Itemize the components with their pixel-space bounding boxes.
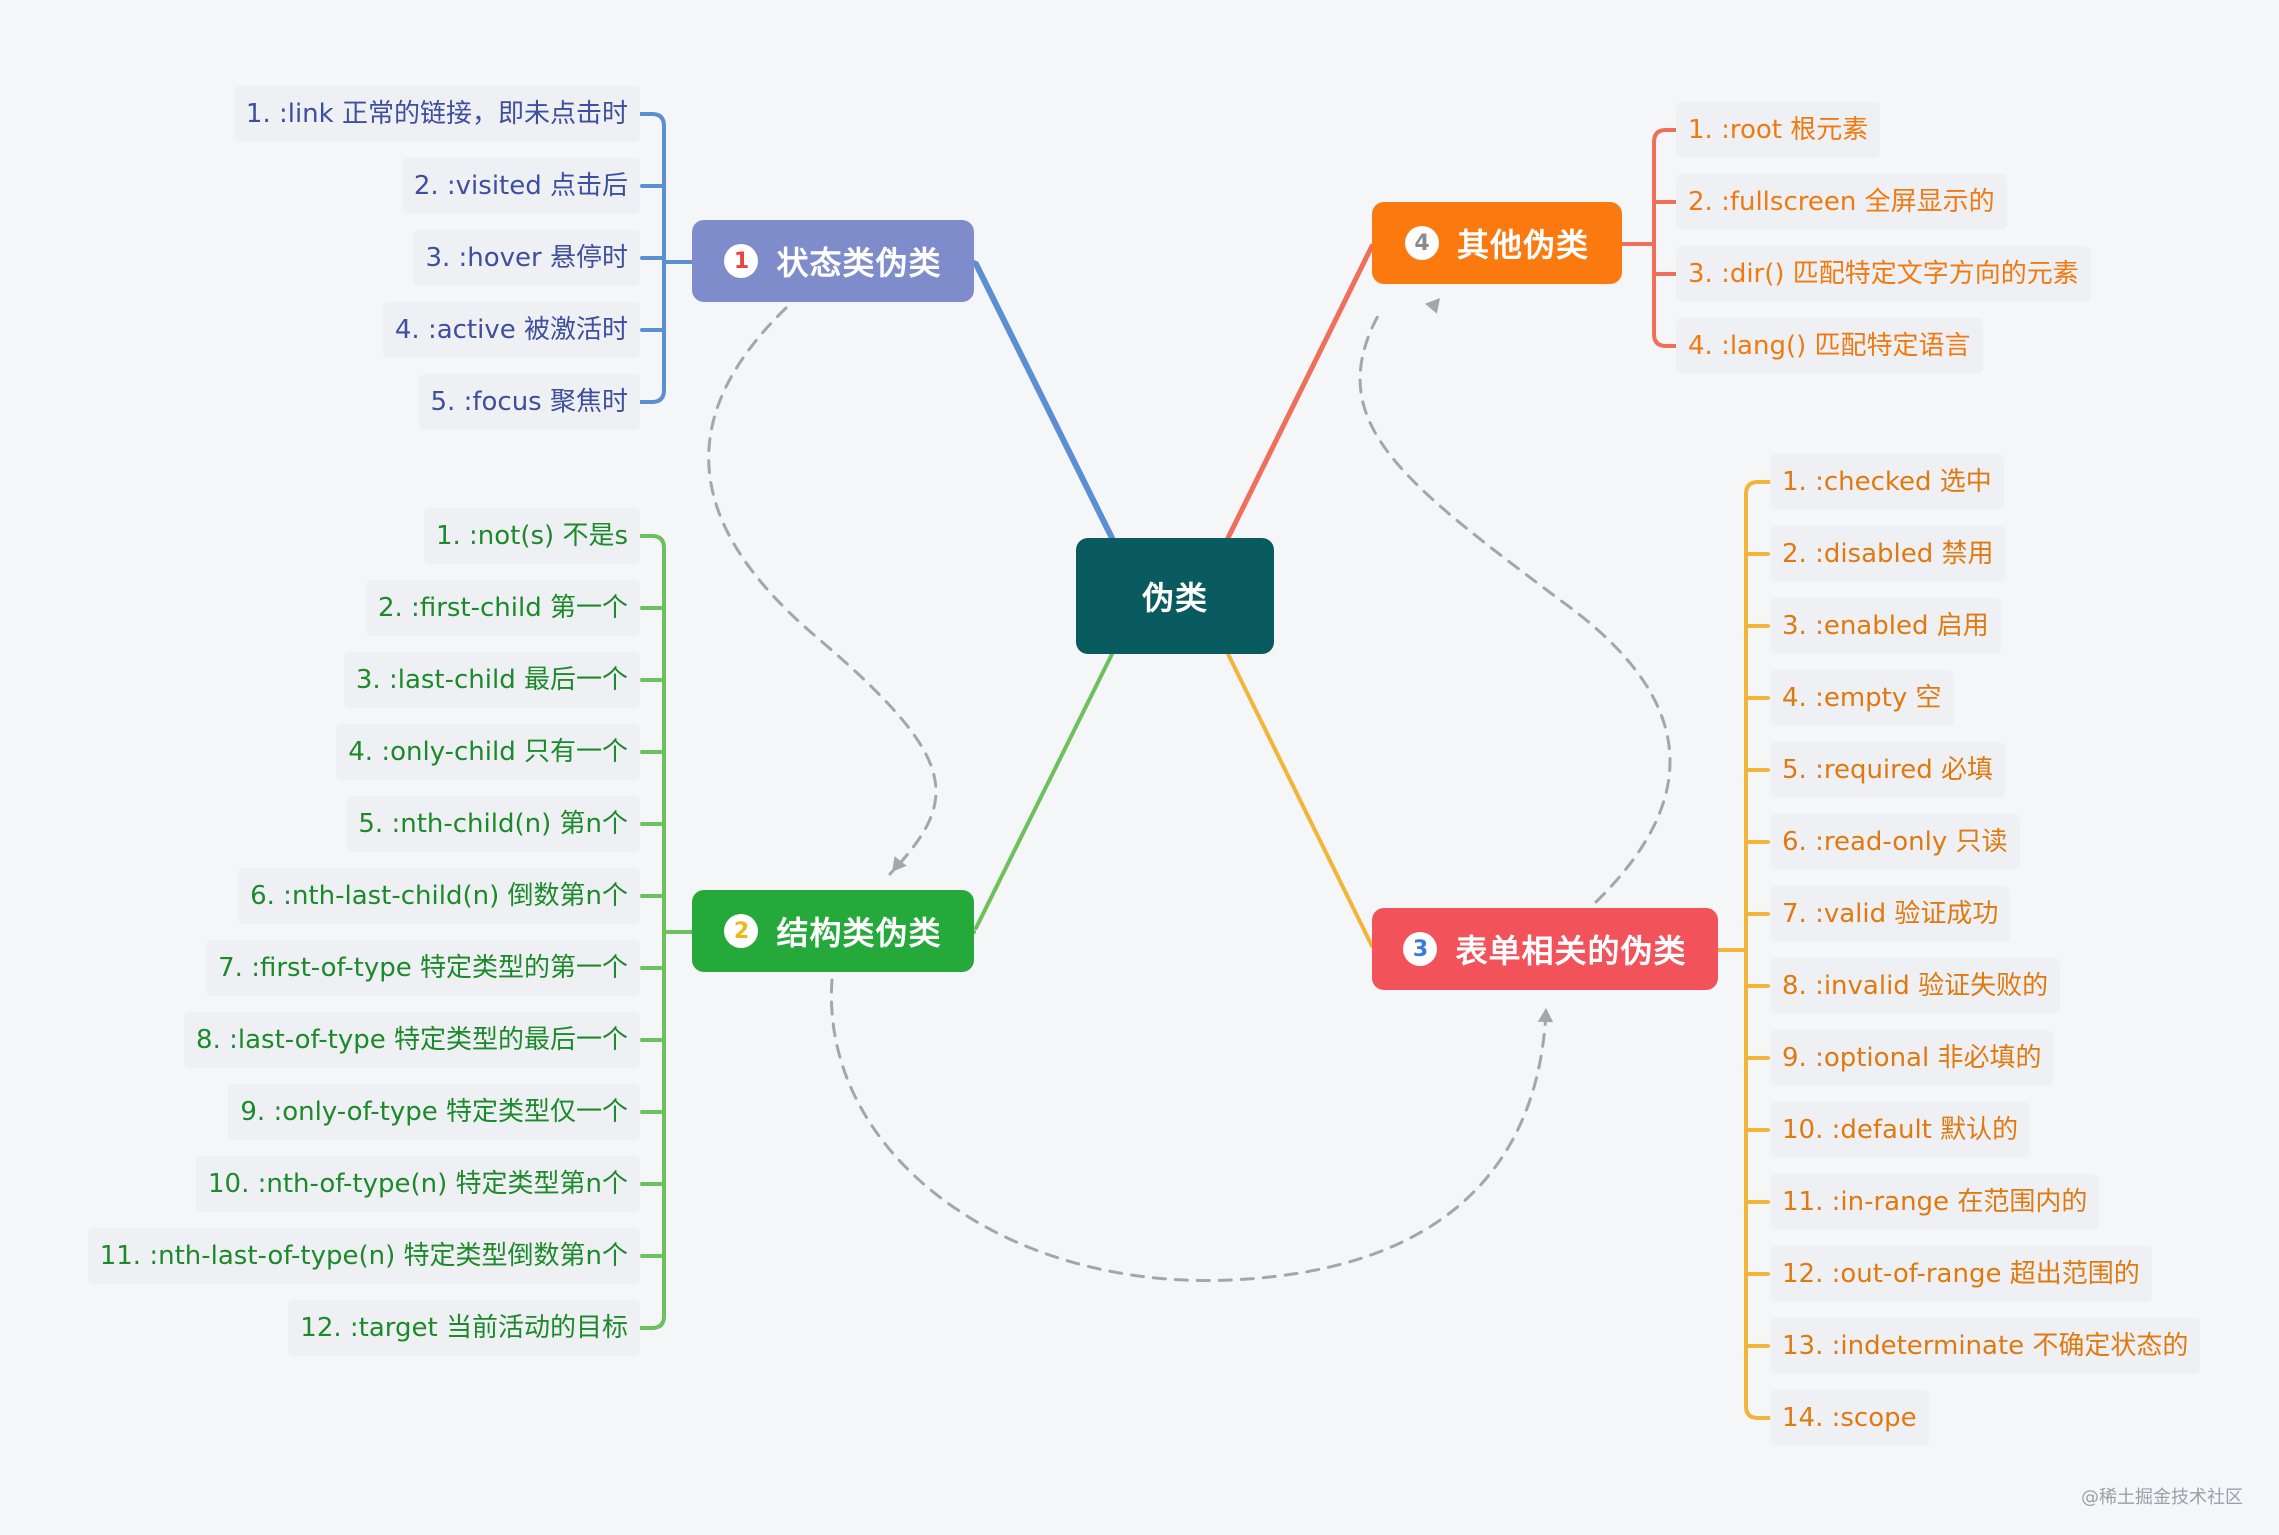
leaf-item[interactable]: 1. :link 正常的链接，即未点击时 bbox=[233, 86, 640, 142]
leaf-item[interactable]: 3. :hover 悬停时 bbox=[413, 230, 640, 286]
leaf-item[interactable]: 3. :dir() 匹配特定文字方向的元素 bbox=[1676, 246, 2091, 302]
branch-title: 状态类伪类 bbox=[776, 244, 942, 282]
leaf-item[interactable]: 11. :nth-last-of-type(n) 特定类型倒数第n个 bbox=[87, 1228, 640, 1284]
leaf-item[interactable]: 7. :valid 验证成功 bbox=[1770, 886, 2011, 942]
leaf-item[interactable]: 4. :lang() 匹配特定语言 bbox=[1676, 318, 1983, 374]
bracket-line bbox=[1744, 480, 1760, 1420]
leaf-item[interactable]: 2. :visited 点击后 bbox=[401, 158, 640, 214]
leaf-item[interactable]: 1. :not(s) 不是s bbox=[423, 508, 640, 564]
leaf-item[interactable]: 9. :optional 非必填的 bbox=[1770, 1030, 2054, 1086]
bracket-line bbox=[1652, 128, 1668, 348]
root-title: 伪类 bbox=[1141, 579, 1208, 617]
leaf-item[interactable]: 4. :empty 空 bbox=[1770, 670, 1954, 726]
leaf-item[interactable]: 8. :invalid 验证失败的 bbox=[1770, 958, 2061, 1014]
leaf-item[interactable]: 9. :only-of-type 特定类型仅一个 bbox=[228, 1084, 640, 1140]
branch-node-other[interactable]: 4 其他伪类 bbox=[1372, 202, 1622, 284]
relation-arrow-form-other bbox=[1358, 310, 1672, 904]
leaf-item[interactable]: 3. :last-child 最后一个 bbox=[343, 652, 640, 708]
leaf-item[interactable]: 5. :nth-child(n) 第n个 bbox=[346, 796, 640, 852]
branch-node-form[interactable]: 3 表单相关的伪类 bbox=[1372, 908, 1718, 990]
number-badge: 1 bbox=[724, 244, 759, 278]
leaf-item[interactable]: 14. :scope bbox=[1770, 1390, 1929, 1446]
leaf-item[interactable]: 10. :nth-of-type(n) 特定类型第n个 bbox=[196, 1156, 640, 1212]
leaf-item[interactable]: 13. :indeterminate 不确定状态的 bbox=[1770, 1318, 2201, 1374]
root-node[interactable]: 伪类 bbox=[1076, 538, 1274, 654]
leaf-item[interactable]: 10. :default 默认的 bbox=[1770, 1102, 2031, 1158]
branch-node-state[interactable]: 1 状态类伪类 bbox=[692, 220, 974, 302]
branch-node-structure[interactable]: 2 结构类伪类 bbox=[692, 890, 974, 972]
number-badge: 3 bbox=[1403, 932, 1438, 966]
number-badge: 2 bbox=[724, 914, 759, 948]
relation-arrow-state-structure bbox=[707, 306, 938, 876]
number-badge: 4 bbox=[1404, 226, 1439, 260]
leaf-item[interactable]: 11. :in-range 在范围内的 bbox=[1770, 1174, 2100, 1230]
bracket-line bbox=[650, 534, 666, 1330]
leaf-item[interactable]: 5. :focus 聚焦时 bbox=[418, 374, 640, 430]
branch-title: 表单相关的伪类 bbox=[1455, 932, 1687, 970]
leaf-item[interactable]: 12. :out-of-range 超出范围的 bbox=[1770, 1246, 2152, 1302]
leaf-item[interactable]: 4. :active 被激活时 bbox=[382, 302, 640, 358]
watermark: @稀土掘金技术社区 bbox=[2081, 1487, 2243, 1508]
leaf-item[interactable]: 1. :checked 选中 bbox=[1770, 454, 2004, 510]
branch-title: 结构类伪类 bbox=[776, 914, 942, 952]
arrow-head bbox=[892, 856, 907, 872]
leaf-item[interactable]: 5. :required 必填 bbox=[1770, 742, 2006, 798]
leaf-item[interactable]: 6. :read-only 只读 bbox=[1770, 814, 2020, 870]
connector-root-form bbox=[1226, 652, 1374, 948]
leaf-item[interactable]: 4. :only-child 只有一个 bbox=[336, 724, 640, 780]
leaf-item[interactable]: 8. :last-of-type 特定类型的最后一个 bbox=[184, 1012, 640, 1068]
leaf-item[interactable]: 2. :disabled 禁用 bbox=[1770, 526, 2006, 582]
branch-title: 其他伪类 bbox=[1456, 226, 1589, 264]
relation-arrow-structure-form bbox=[829, 978, 1548, 1282]
leaf-item[interactable]: 3. :enabled 启用 bbox=[1770, 598, 2001, 654]
leaf-item[interactable]: 2. :first-child 第一个 bbox=[365, 580, 640, 636]
connector-root-state bbox=[973, 261, 1115, 541]
leaf-item[interactable]: 7. :first-of-type 特定类型的第一个 bbox=[206, 940, 640, 996]
connector-root-other bbox=[1225, 243, 1375, 541]
connector-root-structure bbox=[974, 652, 1114, 930]
arrow-head bbox=[1537, 1008, 1554, 1023]
leaf-item[interactable]: 1. :root 根元素 bbox=[1676, 102, 1881, 158]
leaf-item[interactable]: 12. :target 当前活动的目标 bbox=[288, 1300, 640, 1356]
arrow-head bbox=[1425, 298, 1440, 314]
leaf-item[interactable]: 6. :nth-last-child(n) 倒数第n个 bbox=[238, 868, 640, 924]
leaf-item[interactable]: 2. :fullscreen 全屏显示的 bbox=[1676, 174, 2007, 230]
